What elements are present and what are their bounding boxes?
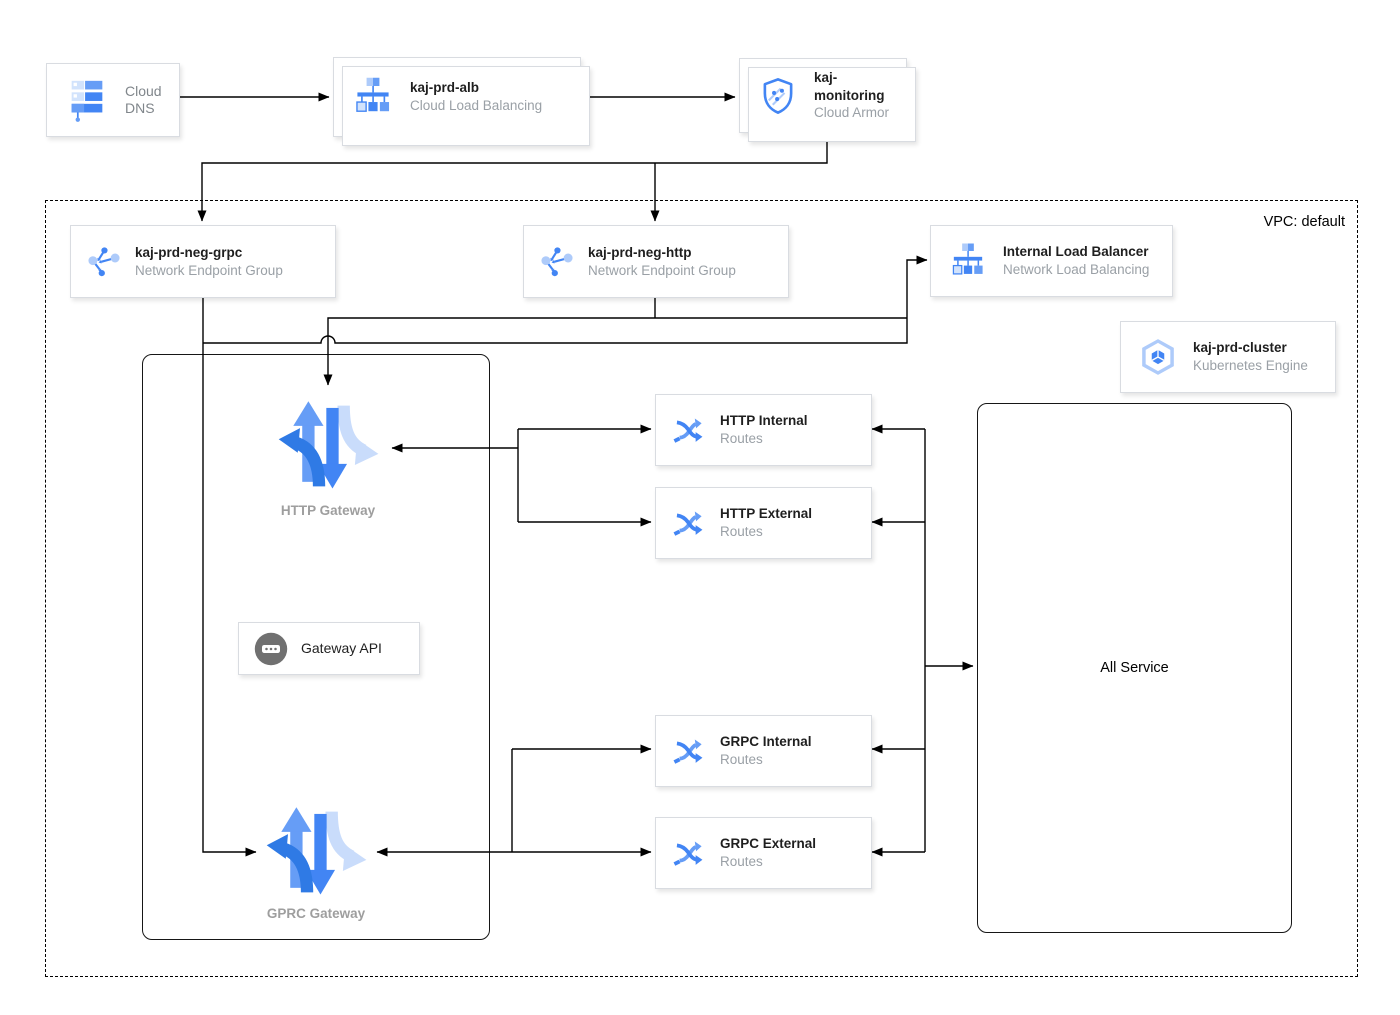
gprc-gateway-icon[interactable] (260, 796, 372, 908)
node-title: Internal Load Balancer (1003, 244, 1149, 260)
gprc-gateway-label: GPRC Gateway (266, 906, 366, 921)
routes-icon (671, 836, 705, 870)
node-gateway-api[interactable]: Gateway API (238, 622, 420, 675)
node-title: Cloud (125, 82, 162, 99)
route-title: GRPC External (720, 836, 817, 852)
all-service-label: All Service (1100, 660, 1169, 676)
routes-icon (671, 413, 705, 447)
node-internal-load-balancer[interactable]: Internal Load Balancer Network Load Bala… (930, 225, 1173, 297)
node-subtitle: Network Endpoint Group (135, 262, 283, 278)
shield-icon (757, 75, 799, 117)
route-subtitle: Routes (720, 752, 763, 767)
gateway-api-icon (253, 631, 289, 667)
node-title: kaj-prd-cluster (1193, 340, 1287, 356)
network-endpoint-group-icon (88, 246, 120, 278)
node-alb[interactable]: kaj-prd-alb Cloud Load Balancing (333, 57, 590, 146)
node-subtitle: Network Load Balancing (1003, 262, 1150, 277)
cloud-dns-icon (64, 77, 110, 123)
http-gateway-label: HTTP Gateway (280, 503, 376, 518)
routes-icon (671, 506, 705, 540)
routes-icon (671, 734, 705, 768)
node-title: kaj-prd-neg-http (588, 244, 692, 260)
node-title: kaj-monitoring (814, 70, 885, 103)
node-gke-cluster[interactable]: kaj-prd-cluster Kubernetes Engine (1120, 321, 1336, 393)
node-title: kaj-prd-neg-grpc (135, 244, 243, 260)
node-route-http-internal[interactable]: HTTP Internal Routes (655, 394, 872, 466)
all-service-box[interactable]: All Service (977, 403, 1292, 933)
route-title: HTTP Internal (720, 413, 808, 429)
node-title-line2: DNS (125, 100, 155, 116)
node-route-grpc-external[interactable]: GRPC External Routes (655, 817, 872, 889)
route-title: HTTP External (720, 506, 813, 522)
vpc-label: VPC: default (1263, 214, 1345, 230)
node-route-http-external[interactable]: HTTP External Routes (655, 487, 872, 559)
node-title: kaj-prd-alb (410, 80, 480, 96)
node-subtitle: Cloud Load Balancing (410, 98, 543, 113)
node-subtitle: Network Endpoint Group (588, 262, 736, 278)
node-route-grpc-internal[interactable]: GRPC Internal Routes (655, 715, 872, 787)
route-subtitle: Routes (720, 431, 763, 446)
route-subtitle: Routes (720, 524, 763, 539)
node-subtitle: Kubernetes Engine (1193, 358, 1308, 373)
network-endpoint-group-icon (541, 246, 573, 278)
load-balancer-icon (948, 241, 988, 281)
route-subtitle: Routes (720, 854, 763, 869)
route-title: GRPC Internal (720, 734, 812, 750)
node-neg-http[interactable]: kaj-prd-neg-http Network Endpoint Group (523, 225, 789, 298)
http-gateway-icon[interactable] (272, 390, 384, 502)
node-cloud-armor[interactable]: kaj-monitoring Cloud Armor (739, 58, 916, 142)
node-title: Gateway API (301, 640, 382, 657)
load-balancer-icon (351, 75, 395, 119)
kubernetes-engine-icon (1138, 337, 1178, 377)
node-subtitle: Cloud Armor (814, 105, 890, 121)
node-neg-grpc[interactable]: kaj-prd-neg-grpc Network Endpoint Group (70, 225, 336, 298)
node-cloud-dns[interactable]: Cloud DNS (46, 63, 180, 137)
